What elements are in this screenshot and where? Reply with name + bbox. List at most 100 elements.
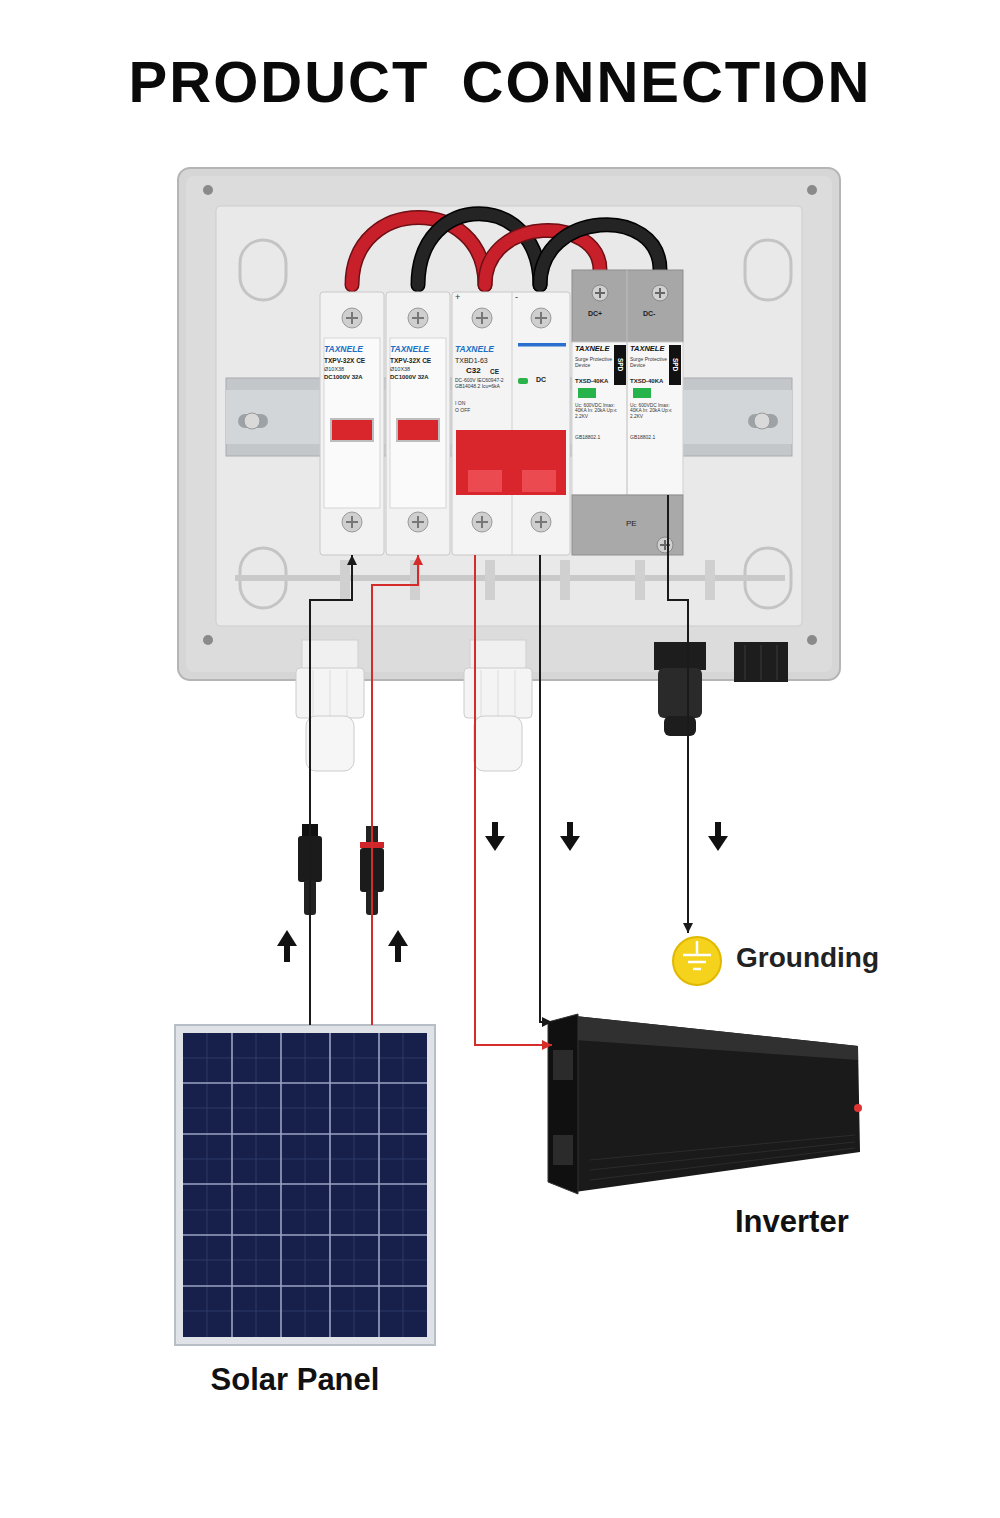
device-label: DC [536, 376, 566, 384]
device-label: Surge Protective Device [575, 357, 613, 368]
device-label: I ON [455, 401, 485, 407]
fuse-holder [342, 512, 362, 532]
direction-arrow [277, 930, 297, 946]
wire-connector [372, 555, 418, 1025]
cable-gland [658, 668, 702, 718]
fuse-holder [346, 516, 358, 528]
inverter-picture [548, 1014, 862, 1194]
cable-gland [474, 716, 522, 771]
fuse-holder [320, 292, 384, 555]
din-rail [238, 414, 268, 428]
fuse-holder [408, 512, 428, 532]
surge-protector [655, 288, 665, 298]
wire-connector [540, 555, 552, 1022]
circuit-breaker [522, 470, 556, 492]
inverter-picture [575, 1016, 858, 1060]
lower-rail [340, 560, 350, 600]
device-label: TAXNELE [575, 345, 615, 353]
circuit-breaker [456, 430, 566, 495]
circuit-breaker [518, 378, 528, 384]
fuse-holder [408, 308, 428, 328]
grounding: Grounding [668, 933, 898, 989]
device-label: GB18802.1 [630, 435, 678, 441]
combiner-box [807, 185, 817, 195]
component-name: Solar Panel [160, 1363, 430, 1397]
device-label: TXSD-40KA [575, 378, 615, 385]
surge-protector: DC+TAXNELESurge Protective DeviceSPDTXSD… [572, 270, 627, 495]
fuse-holder [320, 292, 384, 555]
circuit-breaker [472, 512, 492, 532]
surge-protector [592, 285, 608, 301]
cable-gland [664, 716, 696, 736]
solar-panel: Solar Panel [160, 1025, 430, 1405]
component-name: Grounding [736, 943, 896, 974]
circuit-breaker [468, 470, 502, 492]
fuse-holder [332, 420, 372, 440]
surge-protector [627, 270, 628, 495]
device-label: GB18802.1 [575, 435, 623, 441]
din-rail [244, 413, 260, 429]
solar-panel-picture [175, 1025, 435, 1345]
din-rail [754, 413, 770, 429]
lower-rail [635, 560, 645, 600]
combiner-box [203, 185, 213, 195]
device-label: TXSD-40KA [630, 378, 670, 385]
inverter-picture [575, 1016, 860, 1192]
ground-symbol [673, 937, 721, 985]
inverter-picture [854, 1104, 862, 1112]
device-label: C32 [466, 367, 488, 376]
direction-arrow [284, 945, 290, 962]
device-label: DC-600V IEC60947-2 GB14048.2 Icu=6kA [455, 378, 510, 389]
device-label: TAXNELE [630, 345, 670, 353]
wire-connector [668, 495, 688, 933]
device-label: TAXNELE [455, 345, 511, 354]
circuit-breaker [512, 292, 513, 555]
device-label: TXPV-32X CE [324, 357, 382, 364]
combiner-box [807, 635, 817, 645]
wire-connector [475, 555, 552, 1045]
combiner-box [216, 206, 802, 626]
device-label: + [455, 293, 469, 303]
inverter-picture [553, 1050, 573, 1080]
breaker-pole: +TAXNELETXBD1-63C32CEDC-600V IEC60947-2 … [452, 290, 512, 555]
solar-panel-picture [175, 1025, 435, 1345]
circuit-breaker [535, 312, 547, 324]
cable-gland [734, 642, 788, 682]
cable-gland [296, 640, 788, 771]
direction-arrow [708, 836, 728, 851]
device-label: Ø10X38 [324, 366, 382, 372]
circuit-breaker [452, 292, 570, 555]
combiner-box [240, 240, 286, 300]
fuse-holder: TAXNELETXPV-32X CEØ10X38DC1000V 32A [320, 290, 384, 555]
inverter-picture [553, 1135, 573, 1165]
lower-rail [560, 560, 570, 600]
combiner-box [178, 168, 840, 680]
component-name: Inverter [735, 1205, 880, 1239]
inverter-picture [548, 1014, 578, 1194]
device-label: TAXNELE [390, 345, 448, 354]
combiner-box [745, 240, 791, 300]
combiner-box [186, 176, 832, 672]
fuse-holder [396, 418, 440, 442]
ground-symbol [683, 941, 711, 969]
direction-arrow [388, 930, 408, 946]
device-label: Uc: 600VDC Imax: 40KA In: 20kA Up:≤ 2.2K… [630, 403, 678, 419]
cable-gland [306, 716, 354, 771]
device-label: DC- [643, 310, 679, 318]
circuit-breaker [531, 512, 551, 532]
wire-connector [310, 555, 352, 1025]
inverter-picture [590, 1135, 855, 1180]
circuit-breaker [535, 516, 547, 528]
device-label: CE [490, 368, 508, 375]
circuit-breaker [518, 343, 566, 347]
solar-panel-picture [183, 1033, 427, 1337]
circuit-breaker [472, 308, 492, 328]
surge-protector [572, 495, 683, 555]
direction-arrow [395, 945, 401, 962]
cable-gland [313, 670, 347, 716]
fuse-holder [412, 312, 424, 324]
lower-rail [235, 560, 785, 600]
